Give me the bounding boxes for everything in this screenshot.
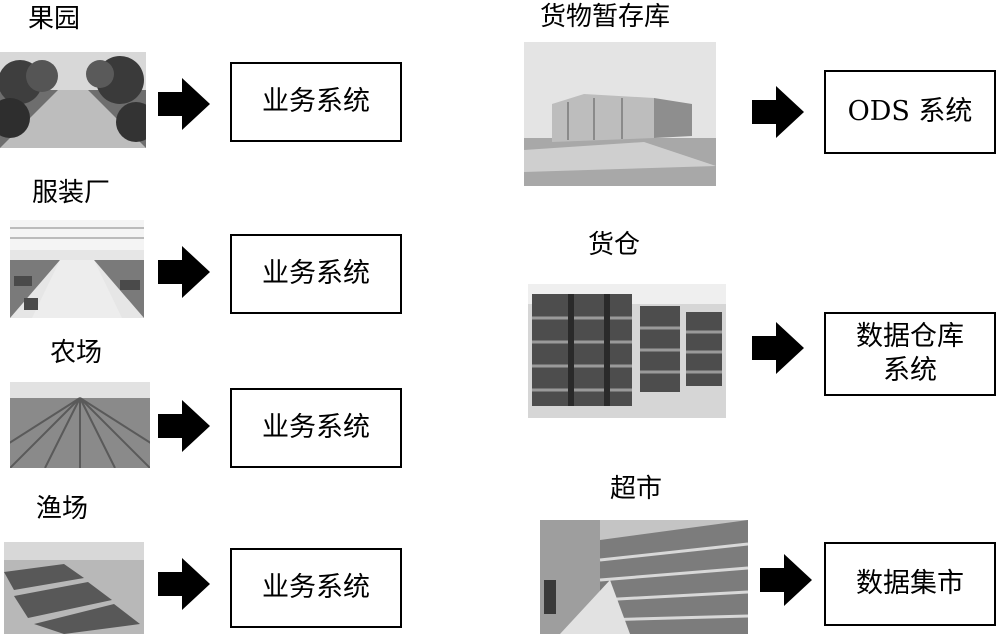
fishery-label: 渔场 <box>36 494 89 524</box>
temporary-warehouse-photo <box>524 42 716 186</box>
data-warehouse-box: 数据仓库 系统 <box>824 312 996 396</box>
box-text: ODS 系统 <box>847 96 973 127</box>
business-system-box: 业务系统 <box>230 62 402 142</box>
right-arrow-icon <box>158 78 210 130</box>
right-arrow-icon <box>752 322 804 374</box>
garment-factory-label: 服装厂 <box>32 178 111 208</box>
farm-photo <box>10 382 150 468</box>
box-text: 业务系统 <box>262 572 370 603</box>
business-system-box: 业务系统 <box>230 234 402 314</box>
fishery-photo <box>4 542 144 634</box>
temporary-warehouse-label: 货物暂存库 <box>540 2 671 32</box>
box-text: 数据集市 <box>856 568 964 599</box>
business-system-box: 业务系统 <box>230 388 402 468</box>
farm-label: 农场 <box>50 338 103 368</box>
right-arrow-icon <box>158 558 210 610</box>
supermarket-photo <box>540 520 748 634</box>
box-text: 业务系统 <box>262 86 370 117</box>
storage-label: 货仓 <box>588 230 641 260</box>
box-text-line-2: 系统 <box>883 355 937 386</box>
box-text-line-1: 数据仓库 <box>856 321 964 352</box>
box-text: 业务系统 <box>262 258 370 289</box>
right-arrow-icon <box>752 86 804 138</box>
business-system-box: 业务系统 <box>230 548 402 628</box>
data-mart-box: 数据集市 <box>824 542 996 626</box>
orchard-photo <box>0 52 146 148</box>
right-arrow-icon <box>158 400 210 452</box>
right-arrow-icon <box>760 554 812 606</box>
storage-shelves-photo <box>528 284 726 418</box>
garment-factory-photo <box>10 220 144 318</box>
orchard-label: 果园 <box>28 4 81 34</box>
right-arrow-icon <box>158 246 210 298</box>
ods-system-box: ODS 系统 <box>824 70 996 154</box>
box-text: 业务系统 <box>262 412 370 443</box>
supermarket-label: 超市 <box>610 474 663 504</box>
